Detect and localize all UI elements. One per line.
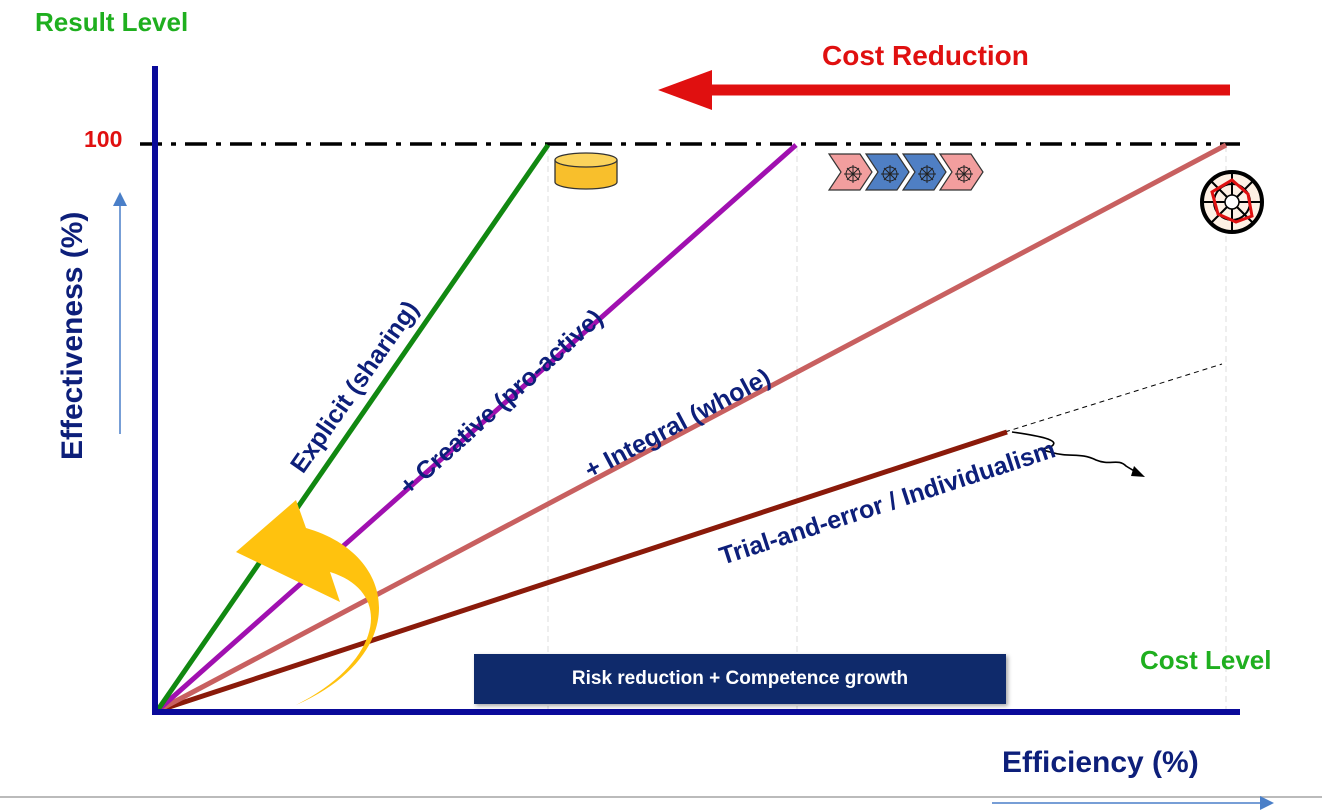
database-icon xyxy=(554,152,618,190)
explicit-line xyxy=(154,143,551,713)
result-level-label: Result Level xyxy=(35,7,189,37)
wavy-arrow xyxy=(1011,431,1139,475)
effectiveness-arrow-head xyxy=(113,192,127,206)
cost-reduction-label: Cost Reduction xyxy=(822,40,1029,71)
trial-line xyxy=(156,429,1008,714)
efficiency-arrow-head xyxy=(1260,796,1274,810)
hundred-label: 100 xyxy=(84,126,123,152)
effectiveness-label: Effectiveness (%) xyxy=(56,211,89,460)
curved-arrow-icon xyxy=(236,500,379,705)
creative-line xyxy=(155,143,798,713)
cost-level-label: Cost Level xyxy=(1140,645,1272,675)
risk-reduction-box: Risk reduction + Competence growth xyxy=(474,654,1006,704)
trend-dashed-line xyxy=(1004,363,1223,433)
wavy-arrow-head xyxy=(1131,466,1145,477)
efficiency-label: Efficiency (%) xyxy=(1002,746,1199,779)
radar-target-icon xyxy=(1200,170,1264,234)
integral-line xyxy=(155,142,1228,714)
cost-reduction-arrow-head xyxy=(658,70,712,110)
process-chain-icon xyxy=(827,153,984,191)
